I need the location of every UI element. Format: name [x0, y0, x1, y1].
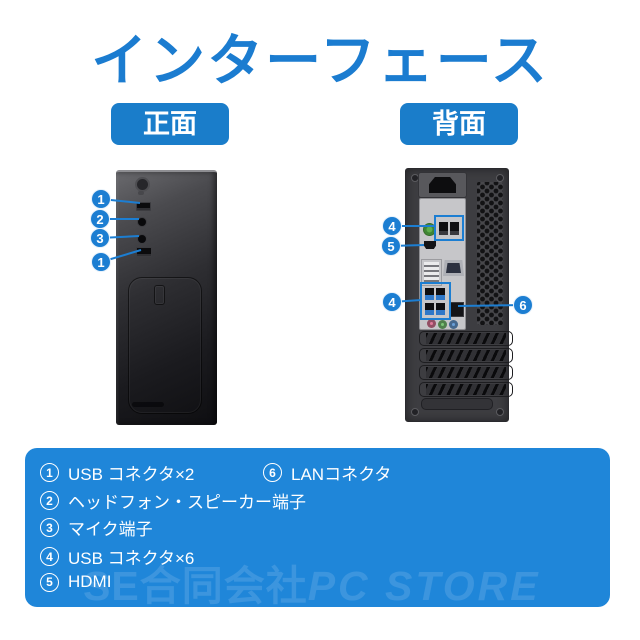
- screw-icon: [496, 408, 504, 416]
- power-led: [138, 191, 144, 195]
- vent-grille: [477, 182, 503, 325]
- lan-port: [449, 302, 464, 317]
- legend-num-circle: 3: [40, 518, 59, 537]
- ac-power-inlet: [429, 177, 456, 193]
- dvi-port: [421, 259, 442, 286]
- rear-usb-port: [439, 222, 448, 235]
- vga-port: [443, 260, 464, 276]
- rear-usb-port: [450, 222, 459, 235]
- audio-jack-linein: [449, 320, 458, 329]
- blank-slot-cover: [421, 398, 493, 410]
- front-usb-port-bottom: [136, 247, 152, 257]
- front-bottom-slot: [132, 402, 164, 407]
- front-usb-port-top: [136, 202, 151, 211]
- expansion-slot-cover: [419, 348, 513, 363]
- legend-item-text: ヘッドフォン・スピーカー端子: [68, 493, 306, 512]
- headphone-jack: [137, 217, 147, 227]
- legend-item-text: LANコネクタ: [291, 465, 392, 484]
- legend-item-headphone: 2 ヘッドフォン・スピーカー端子: [40, 488, 306, 513]
- legend-num-circle: 6: [263, 463, 282, 482]
- usb3-port: [425, 303, 434, 315]
- usb3-port: [436, 288, 445, 300]
- highlight-usb-quad-rect: [420, 282, 451, 320]
- power-button-icon: [135, 177, 150, 192]
- callout-badge-lan: 6: [513, 295, 533, 315]
- ac-power-inlet-plate: [418, 172, 467, 198]
- legend-num-circle: 2: [40, 491, 59, 510]
- watermark: SE合同会社PC STORE: [83, 552, 541, 607]
- mic-jack: [137, 234, 147, 244]
- expansion-slot-cover: [419, 382, 513, 397]
- legend-panel: SE合同会社PC STORE 1 USB コネクタ×2 2 ヘッドフォン・スピー…: [25, 448, 610, 607]
- callout-badge-rear-usb-quad: 4: [382, 292, 402, 312]
- legend-item-usb-rear: 4 USB コネクタ×6: [40, 544, 194, 569]
- legend-item-text: HDMI: [68, 572, 112, 591]
- callout-badge-mic: 3: [90, 228, 110, 248]
- back-section-label: 背面: [400, 103, 518, 145]
- rear-io-panel: [419, 198, 466, 330]
- page-title: インターフェース: [91, 29, 549, 92]
- screw-icon: [496, 174, 504, 182]
- pc-case-back-photo: [405, 168, 513, 422]
- callout-badge-rear-usb-pair: 4: [382, 216, 402, 236]
- hdmi-port: [424, 241, 436, 249]
- pc-case-front-photo: [116, 170, 217, 425]
- usb3-port: [425, 288, 434, 300]
- watermark-company: SE合同会社: [83, 563, 308, 607]
- callout-badge-front-usb-top: 1: [91, 189, 111, 209]
- usb3-port: [436, 303, 445, 315]
- legend-item-usb-front: 1 USB コネクタ×2: [40, 460, 194, 485]
- legend-item-text: USB コネクタ×2: [68, 465, 195, 484]
- drive-bay-door: [128, 277, 202, 414]
- legend-item-hdmi: 5 HDMI: [40, 572, 111, 592]
- legend-num-circle: 1: [40, 463, 59, 482]
- legend-num-circle: 4: [40, 547, 59, 566]
- legend-item-text: マイク端子: [68, 520, 153, 539]
- watermark-store: PC STORE: [307, 563, 541, 607]
- callout-badge-front-usb-bottom: 1: [91, 252, 111, 272]
- callout-badge-hdmi: 5: [381, 236, 401, 256]
- legend-item-mic: 3 マイク端子: [40, 515, 153, 540]
- legend-num-circle: 5: [40, 572, 59, 592]
- audio-jack-mic: [427, 319, 436, 328]
- expansion-slot-cover: [419, 331, 513, 346]
- highlight-usb-pair-rect: [434, 215, 464, 241]
- legend-item-lan: 6 LANコネクタ: [263, 460, 391, 485]
- front-section-label: 正面: [111, 103, 229, 145]
- expansion-slot-cover: [419, 365, 513, 380]
- legend-item-text: USB コネクタ×6: [68, 549, 195, 568]
- eject-button: [154, 285, 165, 305]
- callout-badge-headphone: 2: [90, 209, 110, 229]
- screw-icon: [411, 408, 419, 416]
- audio-jack-lineout: [438, 320, 447, 329]
